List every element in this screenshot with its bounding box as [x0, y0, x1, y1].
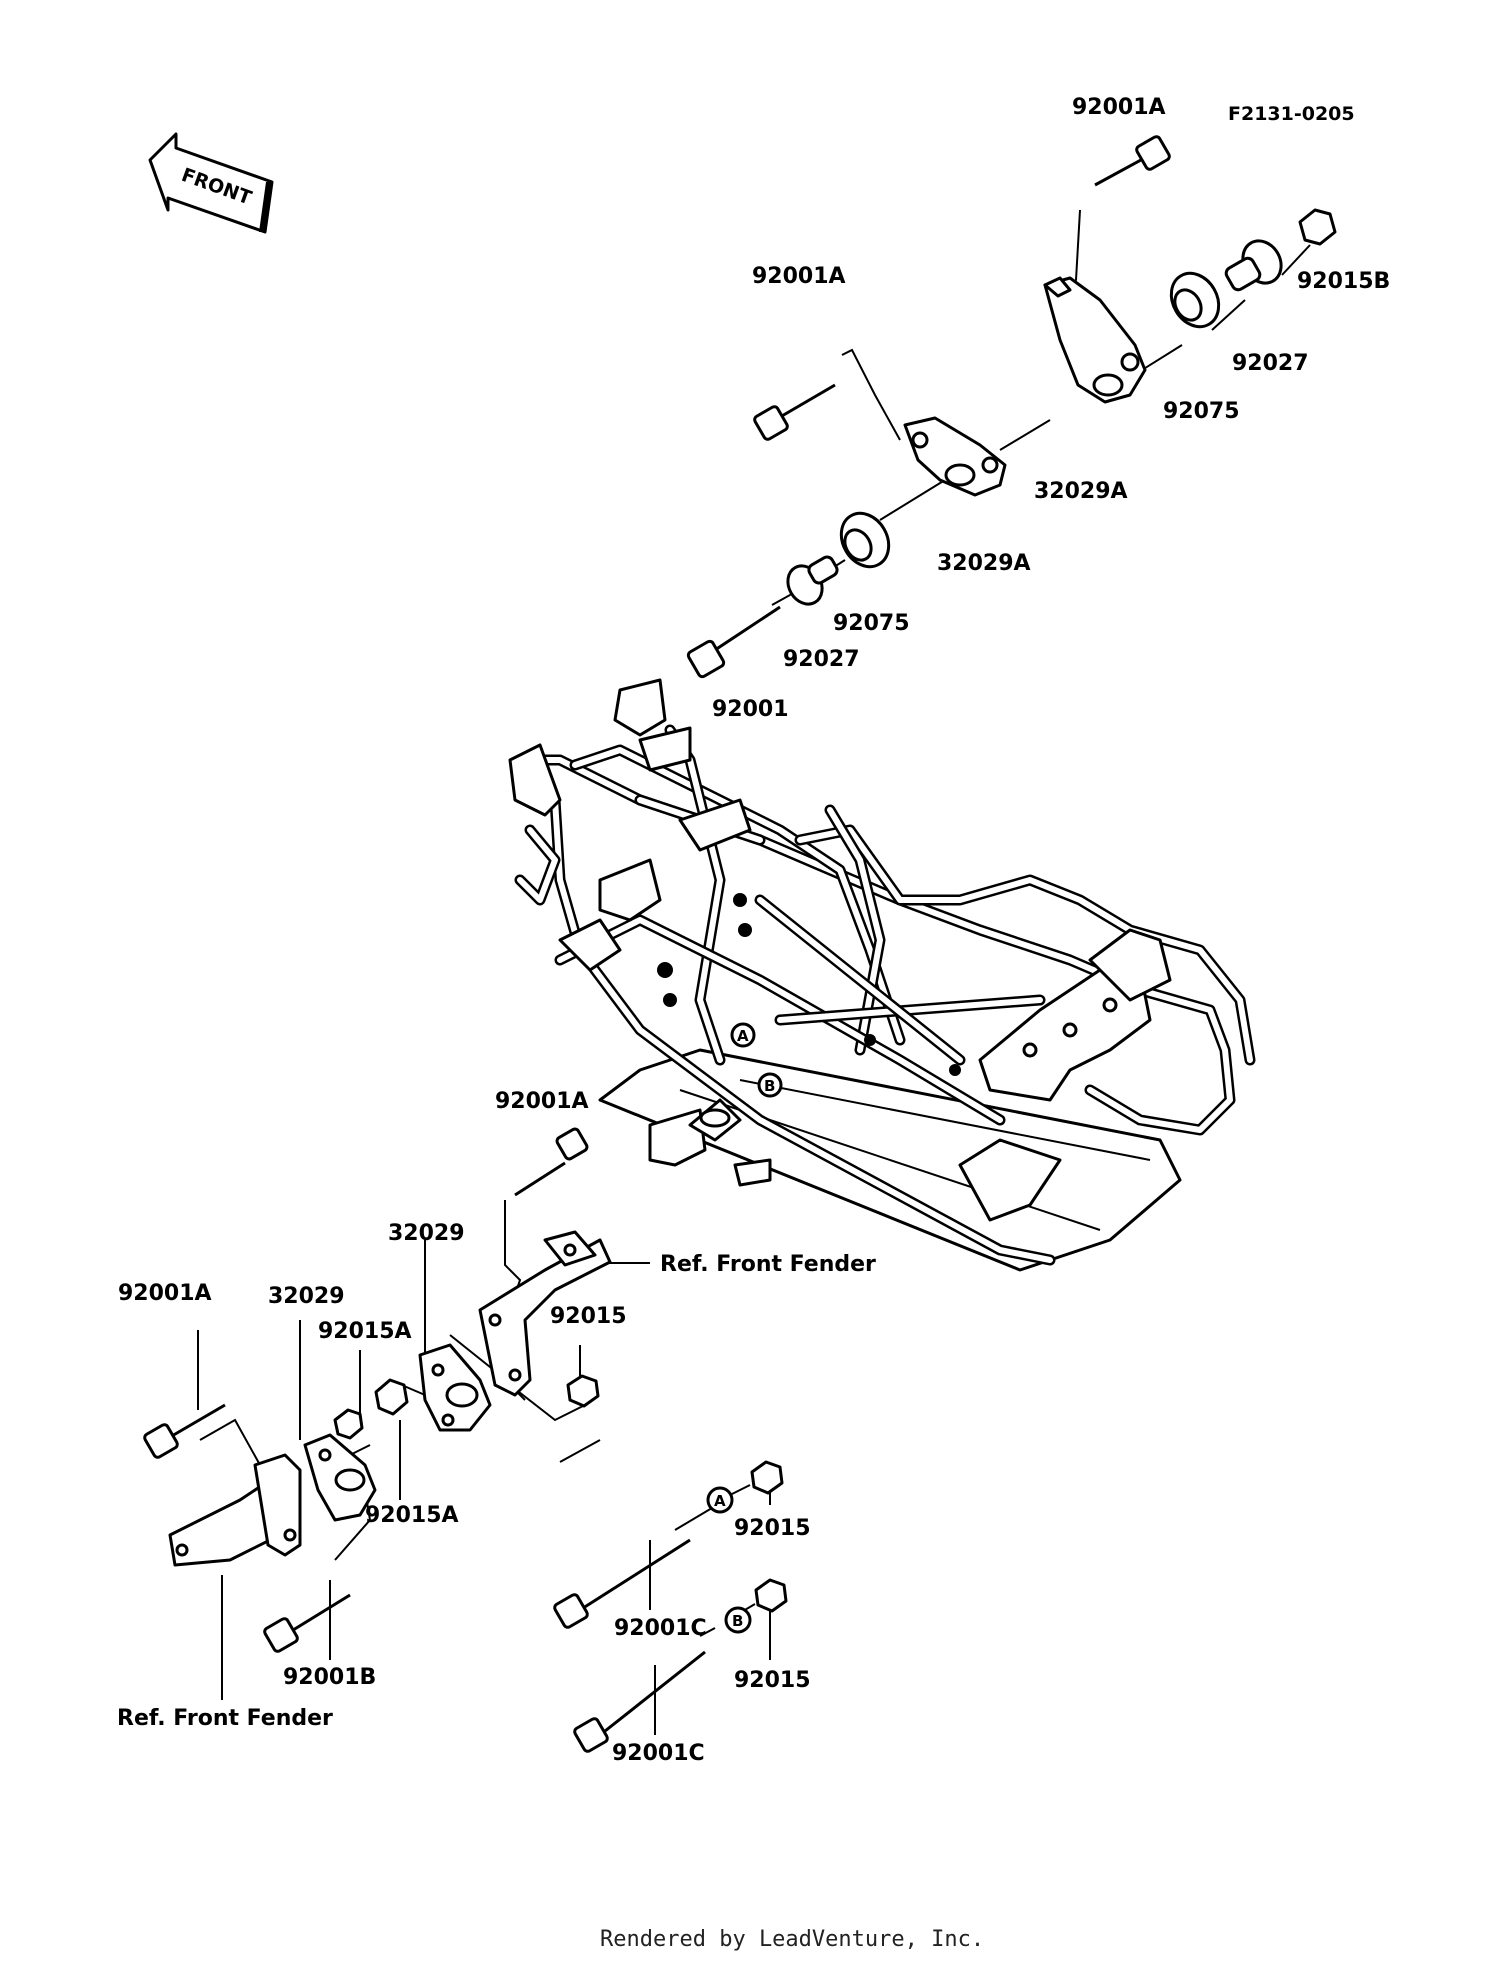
leader-line: [559, 1439, 601, 1463]
marker-b-frame: [757, 1072, 783, 1098]
leader-line: [729, 1484, 751, 1496]
part-label-32029A: 32029A: [1034, 479, 1128, 504]
part-label-32029: 32029: [388, 1221, 465, 1246]
collar-icon: [786, 555, 839, 606]
diagram-code: F2131-0205: [1228, 103, 1355, 125]
bracket-icon: [418, 1343, 492, 1432]
part-label-92015: 92015: [550, 1304, 627, 1329]
leader-line: [999, 419, 1051, 451]
nut-icon: [750, 1460, 784, 1495]
part-label-92001: 92001: [712, 697, 789, 722]
nut-icon: [754, 1578, 788, 1613]
part-label-92015: 92015: [734, 1516, 811, 1541]
leader-line: [199, 1418, 261, 1466]
bolt-icon: [143, 1403, 226, 1459]
bolt-icon: [1094, 135, 1171, 187]
part-label-92015A: 92015A: [318, 1319, 412, 1344]
part-label-92001A: 92001A: [1072, 95, 1166, 120]
leader-line: [879, 479, 946, 521]
leader-line: [841, 348, 901, 441]
nut-icon: [374, 1378, 409, 1416]
marker-a-bolt: [706, 1486, 734, 1514]
marker-a-label: A: [737, 1027, 749, 1045]
bolt-icon: [553, 1538, 691, 1629]
lower-front-mount-group: A B: [143, 1127, 788, 1753]
nut-icon: [333, 1408, 364, 1440]
bolt-icon: [263, 1593, 351, 1653]
part-label-92001A: 92001A: [118, 1281, 212, 1306]
part-label-92015: 92015: [734, 1668, 811, 1693]
bracket-icon: [303, 1433, 377, 1522]
part-label-32029A: 32029A: [937, 551, 1031, 576]
part-label-92001C: 92001C: [612, 1741, 705, 1766]
bracket-icon: [903, 416, 1007, 497]
leader-line: [1211, 299, 1246, 331]
part-label-92015B: 92015B: [1297, 269, 1390, 294]
upper-rear-mount-group: [686, 135, 1337, 679]
part-label-92027: 92027: [1232, 351, 1309, 376]
front-arrow-icon: FRONT: [148, 132, 274, 234]
part-label-92001A: 92001A: [495, 1089, 589, 1114]
nut-icon: [1298, 208, 1337, 246]
collar-icon: [1224, 239, 1283, 292]
marker-a-frame: [730, 1022, 756, 1048]
leader-line: [771, 594, 791, 606]
part-label-32029: 32029: [268, 1284, 345, 1309]
part-label-92001A: 92001A: [752, 264, 846, 289]
bushing-icon: [1169, 271, 1221, 329]
leader-line: [509, 1384, 586, 1422]
leader-line: [1281, 244, 1311, 276]
ref-note-front-fender: Ref. Front Fender: [660, 1252, 876, 1277]
part-label-92015A: 92015A: [365, 1503, 459, 1528]
bracket-icon: [168, 1453, 302, 1567]
bolt-icon: [514, 1127, 589, 1197]
part-label-92001C: 92001C: [614, 1616, 707, 1641]
marker-b-bolt: [724, 1606, 752, 1634]
nut-icon: [566, 1374, 600, 1408]
leader-line: [699, 1627, 716, 1637]
bolt-icon: [573, 1650, 706, 1753]
footer-credit: Rendered by LeadVenture, Inc.: [600, 1927, 984, 1952]
marker-b-label: B: [764, 1077, 775, 1095]
bushing-icon: [839, 511, 891, 569]
part-label-92075: 92075: [833, 611, 910, 636]
part-label-92027: 92027: [783, 647, 860, 672]
part-label-92075: 92075: [1163, 399, 1240, 424]
marker-b-bolt-label: B: [732, 1612, 743, 1630]
part-label-92001B: 92001B: [283, 1665, 376, 1690]
ref-note-front-fender: Ref. Front Fender: [117, 1706, 333, 1731]
bolt-icon: [686, 605, 781, 679]
bracket-icon: [478, 1230, 612, 1397]
marker-a-bolt-label: A: [714, 1492, 726, 1510]
bolt-icon: [753, 383, 836, 441]
bracket-icon: [1043, 276, 1147, 404]
frame-illustration: A B: [508, 678, 1256, 1272]
leader-line: [674, 1507, 713, 1531]
